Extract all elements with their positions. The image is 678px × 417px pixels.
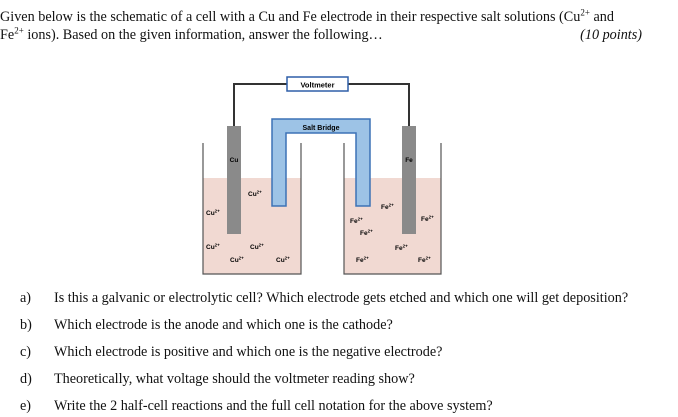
wire-right xyxy=(348,83,410,126)
superscript: 2+ xyxy=(580,7,590,18)
points-label: (10 points) xyxy=(580,27,642,43)
fe-ion-label: Fe2+ xyxy=(356,256,369,265)
fe-ion-labels: Fe2+ Fe2+ Fe2+ Fe2+ Fe2+ Fe2+ Fe2+ xyxy=(350,203,434,265)
question-text: Write the 2 half-cell reactions and the … xyxy=(54,398,493,414)
question-intro: Given below is the schematic of a cell w… xyxy=(0,8,672,44)
intro-line-1: Given below is the schematic of a cell w… xyxy=(0,8,672,26)
question-letter: c) xyxy=(20,344,32,360)
intro-text: and xyxy=(589,9,614,25)
intro-line-2: Fe2+ ions). Based on the given informati… xyxy=(0,26,672,44)
question-letter: b) xyxy=(20,317,32,333)
cu-electrode xyxy=(227,126,241,234)
question-text: Is this a galvanic or electrolytic cell?… xyxy=(54,290,629,306)
fe-ion-label: Fe2+ xyxy=(381,203,394,212)
question-letter: a) xyxy=(20,290,32,306)
cu-ion-label: Cu2+ xyxy=(206,243,220,252)
fe-electrode-label: Fe xyxy=(405,157,413,164)
cu-ion-label: Cu2+ xyxy=(206,209,220,218)
wire-left xyxy=(233,83,287,126)
fe-beaker xyxy=(343,143,442,275)
cu-ion-labels: Cu2+ Cu2+ Cu2+ Cu2+ Cu2+ Cu2+ xyxy=(206,190,290,265)
cu-ion-label: Cu2+ xyxy=(250,243,264,252)
fe-electrode xyxy=(402,126,416,234)
question-text: Which electrode is the anode and which o… xyxy=(54,317,393,333)
question-text: Theoretically, what voltage should the v… xyxy=(54,371,415,387)
salt-bridge-label: Salt Bridge xyxy=(303,125,340,132)
cu-electrode-label: Cu xyxy=(230,157,239,164)
cu-ion-label: Cu2+ xyxy=(230,256,244,265)
intro-text: ions). Based on the given information, a… xyxy=(23,27,383,43)
intro-text: Given below is the schematic of a cell w… xyxy=(0,9,581,25)
fe-ion-label: Fe2+ xyxy=(395,244,408,253)
electrochemical-cell-diagram: Voltmeter Salt Bridge Cu Fe Cu2+ Cu2+ Cu… xyxy=(202,76,442,275)
fe-ion-label: Fe2+ xyxy=(421,215,434,224)
question-text: Which electrode is positive and which on… xyxy=(54,344,443,360)
fe-ion-label: Fe2+ xyxy=(418,256,431,265)
cu-beaker xyxy=(202,143,302,275)
salt-bridge xyxy=(271,118,371,207)
superscript: 2+ xyxy=(14,25,24,36)
fe-ion-label: Fe2+ xyxy=(350,217,363,226)
cu-ion-label: Cu2+ xyxy=(276,256,290,265)
cu-ion-label: Cu2+ xyxy=(248,190,262,199)
fe-ion-label: Fe2+ xyxy=(360,229,373,238)
voltmeter xyxy=(286,76,349,92)
question-letter: e) xyxy=(20,398,32,414)
intro-text: Fe xyxy=(0,27,15,43)
voltmeter-label: Voltmeter xyxy=(300,81,334,90)
question-letter: d) xyxy=(20,371,32,387)
